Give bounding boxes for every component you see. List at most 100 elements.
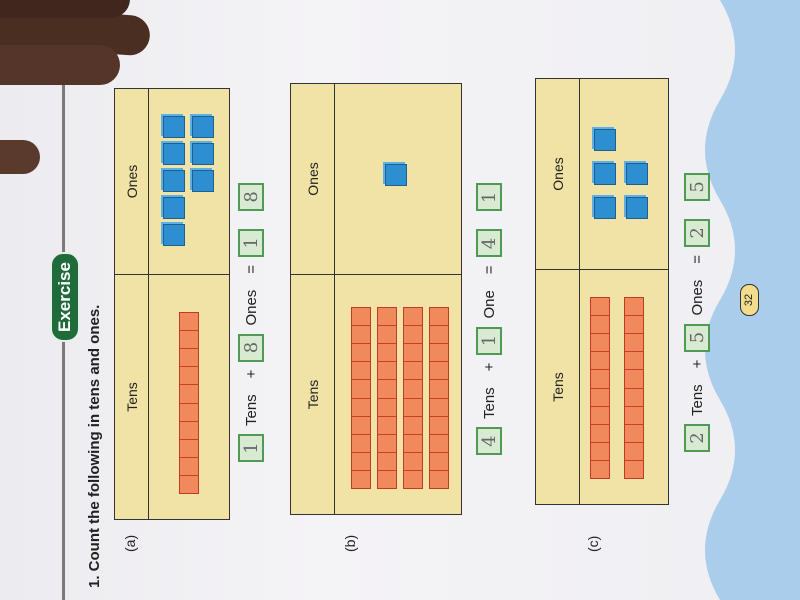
ones-cube xyxy=(594,197,616,219)
ones-cube xyxy=(385,164,407,186)
result-tens-box[interactable]: 4 xyxy=(476,229,502,258)
tens-answer-box[interactable]: 2 xyxy=(684,424,710,452)
rod-unit xyxy=(180,313,198,330)
rod-unit xyxy=(591,441,609,460)
rod-unit xyxy=(625,405,643,424)
rod-unit xyxy=(591,423,609,442)
exercise-a-table: Tens Ones xyxy=(114,88,230,520)
hand-finger xyxy=(0,45,120,85)
rod-unit xyxy=(430,433,448,452)
rod-unit xyxy=(180,384,198,403)
rod-unit xyxy=(625,315,643,334)
tens-cell xyxy=(580,269,668,504)
rod-unit xyxy=(625,423,643,442)
rod-unit xyxy=(430,343,448,362)
tens-answer-box[interactable]: 4 xyxy=(476,427,502,455)
rod-unit xyxy=(378,451,396,470)
ones-answer-box[interactable]: 8 xyxy=(238,333,264,362)
rod-unit xyxy=(625,441,643,460)
result-tens-box[interactable]: 1 xyxy=(238,228,264,257)
tens-word: Tens xyxy=(688,384,706,416)
page-number: 32 xyxy=(740,284,759,316)
rod-unit xyxy=(591,387,609,406)
ones-word: One xyxy=(480,290,498,319)
rod-unit xyxy=(352,379,370,398)
rod-unit xyxy=(352,361,370,380)
ones-cube xyxy=(163,224,185,246)
rod-unit xyxy=(180,474,198,493)
rod-unit xyxy=(430,308,448,325)
tens-rod xyxy=(590,297,610,479)
rod-unit xyxy=(378,361,396,380)
rod-unit xyxy=(378,343,396,362)
rod-unit xyxy=(378,469,396,488)
rod-unit xyxy=(180,420,198,439)
tens-cell xyxy=(149,274,229,519)
rod-unit xyxy=(430,325,448,344)
rod-unit xyxy=(378,379,396,398)
ones-header: Ones xyxy=(291,84,335,274)
rod-unit xyxy=(404,325,422,344)
rod-unit xyxy=(404,433,422,452)
rod-unit xyxy=(404,361,422,380)
ones-header: Ones xyxy=(536,79,580,269)
rod-unit xyxy=(352,308,370,325)
rod-unit xyxy=(180,456,198,475)
ones-cube xyxy=(163,143,185,165)
rod-unit xyxy=(430,469,448,488)
rod-unit xyxy=(430,451,448,470)
rod-unit xyxy=(591,315,609,334)
rod-unit xyxy=(378,325,396,344)
plus-sign: + xyxy=(688,359,706,369)
rod-unit xyxy=(378,397,396,416)
rod-unit xyxy=(591,369,609,388)
ones-cell xyxy=(149,89,229,274)
rod-unit xyxy=(404,343,422,362)
rod-unit xyxy=(180,348,198,367)
rod-unit xyxy=(180,330,198,349)
exercise-b-table: Tens Ones xyxy=(290,83,462,515)
rod-unit xyxy=(180,366,198,385)
result-ones-box[interactable]: 5 xyxy=(684,172,710,201)
rod-unit xyxy=(352,433,370,452)
result-ones-box[interactable]: 8 xyxy=(238,182,264,211)
rod-unit xyxy=(591,459,609,478)
result-ones-box[interactable]: 1 xyxy=(476,183,502,212)
ones-cube xyxy=(594,129,616,151)
rod-unit xyxy=(352,469,370,488)
tens-header: Tens xyxy=(536,269,580,504)
plus-sign: + xyxy=(480,362,498,372)
exercise-c-label: (c) xyxy=(585,535,601,552)
ones-cube xyxy=(163,116,185,138)
rod-unit xyxy=(591,405,609,424)
ones-cell xyxy=(580,79,668,269)
result-tens-box[interactable]: 2 xyxy=(684,218,710,247)
rod-unit xyxy=(625,351,643,370)
ones-word: Ones xyxy=(242,289,260,326)
ones-answer-box[interactable]: 1 xyxy=(476,326,502,355)
tens-header: Tens xyxy=(115,274,149,519)
ones-cube xyxy=(192,170,214,192)
rod-unit xyxy=(378,433,396,452)
tens-answer-box[interactable]: 1 xyxy=(238,434,264,462)
tens-rod xyxy=(403,307,423,489)
tens-rod xyxy=(179,312,199,494)
ones-cube xyxy=(594,163,616,185)
ones-cell xyxy=(335,84,461,274)
rod-unit xyxy=(352,397,370,416)
ones-cube xyxy=(192,116,214,138)
equals-sign: = xyxy=(688,254,706,264)
rod-unit xyxy=(404,415,422,434)
equals-sign: = xyxy=(480,265,498,275)
rod-unit xyxy=(430,361,448,380)
tens-word: Tens xyxy=(480,387,498,419)
rod-unit xyxy=(625,369,643,388)
rod-unit xyxy=(591,298,609,315)
tens-header: Tens xyxy=(291,274,335,514)
ones-answer-box[interactable]: 5 xyxy=(684,323,710,352)
rod-unit xyxy=(404,451,422,470)
plus-sign: + xyxy=(242,369,260,379)
